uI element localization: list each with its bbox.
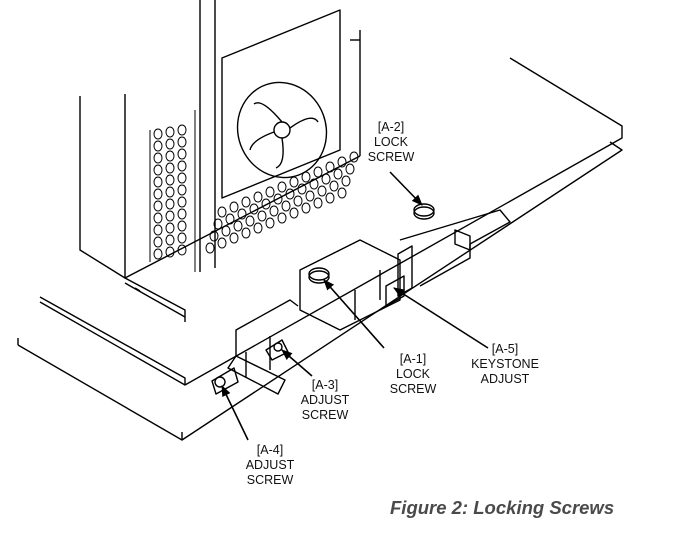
figure-caption: Figure 2: Locking Screws: [390, 497, 615, 518]
callout-a1: [A-1] LOCK SCREW: [390, 352, 437, 397]
callout-a3-tag: [A-3]: [311, 378, 339, 392]
callout-a5-tag: [A-5]: [491, 342, 519, 356]
callout-a5-line2: ADJUST: [480, 372, 530, 386]
fan-assembly: [221, 9, 341, 199]
callout-a2-line1: LOCK: [373, 135, 409, 149]
adjust-bracket-rear: [299, 239, 401, 331]
callout-a4-tag: [A-4]: [256, 443, 284, 457]
callout-a5-line1: KEYSTONE: [471, 357, 539, 371]
callout-a3-line1: ADJUST: [300, 393, 350, 407]
projector-housing: [79, 0, 361, 322]
keystone-bracket: [385, 209, 511, 307]
vent-holes: [153, 124, 359, 260]
top-plate: [39, 57, 623, 386]
lock-screw-heads: [214, 203, 435, 388]
callout-a2-tag: [A-2]: [377, 120, 405, 134]
callout-leaders: [221, 171, 489, 441]
callout-a1-line1: LOCK: [395, 367, 431, 381]
callout-a4-line2: SCREW: [246, 473, 294, 487]
callout-a4-line1: ADJUST: [245, 458, 295, 472]
adjust-bracket-front: [211, 299, 299, 395]
callout-a3: [A-3] ADJUST SCREW: [301, 378, 350, 423]
callout-a5: [A-5] KEYSTONE ADJUST: [471, 342, 539, 387]
callout-a3-line2: SCREW: [301, 408, 349, 422]
callout-a4: [A-4] ADJUST SCREW: [246, 443, 295, 488]
callout-a2-line2: SCREW: [367, 150, 415, 164]
callout-a2: [A-2] LOCK SCREW: [368, 120, 415, 165]
callout-a1-tag: [A-1]: [399, 352, 427, 366]
left-vent-grid: [149, 110, 196, 272]
callout-a1-line2: SCREW: [389, 382, 437, 396]
